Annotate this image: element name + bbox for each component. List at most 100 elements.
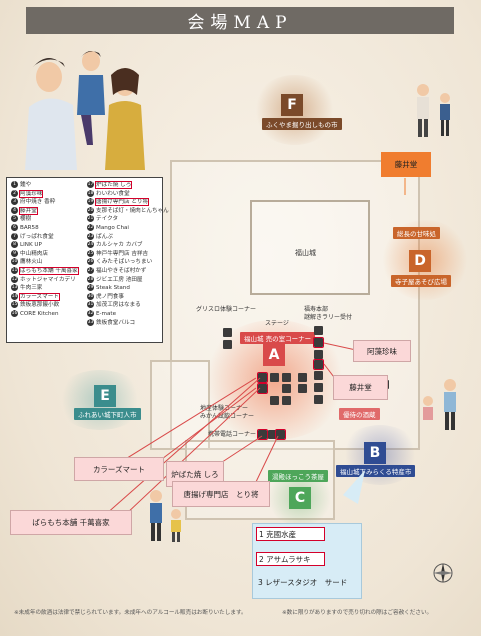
legend-shop-name: Mango Chai — [96, 224, 129, 231]
legend-number: 9 — [11, 249, 18, 257]
callout-karaage: 唐揚げ専門店 とり将 — [172, 481, 270, 507]
callout-fujiido-top: 藤井堂 — [381, 152, 431, 177]
legend-number: 25 — [87, 249, 94, 257]
tokusan-item-3: 3 レザースタジオ サード — [258, 578, 348, 587]
legend-number: 26 — [87, 258, 94, 266]
booth-marker — [314, 350, 323, 359]
booth-marker — [282, 384, 291, 393]
legend-shop-name: 炉ばた焼 しろ — [95, 181, 132, 189]
area-d-top-label: 総長の甘味処 — [393, 227, 440, 239]
legend-number: 17 — [87, 181, 94, 188]
legend-shop-name: BAR58 — [20, 224, 39, 231]
legend-shop-name: わいわい食堂 — [96, 190, 130, 197]
booth-marker — [314, 395, 323, 404]
booth-marker — [282, 373, 291, 382]
legend-shop-name: 阿藻珍味 — [19, 190, 43, 198]
callout-colors-mart: カラーズマート — [74, 457, 164, 481]
legend-number: 6 — [11, 223, 18, 231]
booth-marker-highlighted — [313, 359, 324, 370]
callout-ajimo: 阿藻珍味 — [353, 340, 411, 362]
legend-shop-name: 支那そば灯・焼肉とんちゃん — [96, 207, 169, 214]
honbu-label: 福寿本部 — [304, 306, 329, 313]
legend-shop-name: 鷹林火山 — [20, 259, 43, 266]
booth-marker — [223, 340, 232, 349]
area-a-marker: A — [263, 344, 285, 366]
legend-shop-name: 虎ノ門食事 — [96, 293, 124, 300]
legend-shop-name: げっぱれ食堂 — [20, 233, 54, 240]
chiiki-label: 地産体験コーナー — [200, 405, 249, 412]
booth-marker — [298, 384, 307, 393]
legend-shop-name: LINK UP — [20, 242, 42, 249]
legend-shop-name: 唐揚げ専門店 とり将 — [95, 198, 149, 206]
legend-shop-name: くみたそばいっちまい — [96, 259, 153, 266]
legend-number: 7 — [11, 232, 18, 240]
booth-marker — [298, 373, 307, 382]
booth-marker-highlighted — [275, 429, 286, 440]
area-d-marker: D — [409, 250, 431, 272]
legend-number: 22 — [87, 223, 94, 231]
area-c-label: 湯殿ほっこう茶屋 — [268, 470, 328, 482]
legend-number: 33 — [87, 318, 94, 326]
family-illustration-walking — [410, 375, 470, 435]
legend-number: 10 — [11, 258, 18, 266]
legend-number: 8 — [11, 241, 18, 249]
booth-marker — [314, 371, 323, 380]
booth-marker-highlighted — [313, 337, 324, 348]
legend-number: 18 — [87, 189, 94, 197]
legend-shop-name: カラーズマート — [19, 293, 60, 301]
booth-marker — [223, 328, 232, 337]
area-b-marker: B — [364, 442, 386, 464]
legend-shop-name: Steak Stand — [96, 285, 130, 292]
legend-number: 28 — [87, 275, 94, 283]
area-a-label: 福山城 売の室コーナー — [240, 332, 316, 344]
legend-number: 29 — [87, 284, 94, 292]
footer-note-left: ※未成年の飲酒は法律で禁じられています。未成年へのアルコール販売はお断りいたしま… — [14, 610, 247, 616]
booth-marker — [314, 383, 323, 392]
legend-shop-name: E-mate — [96, 310, 117, 317]
yuutai-label: 優待の酒蔵 — [339, 408, 380, 420]
legend-shop-name: 福山やきそば村かず — [96, 267, 147, 274]
legend-number: 30 — [87, 292, 94, 300]
title-bar: 会場MAP — [26, 7, 454, 34]
legend-shop-name: 櫻樹 — [20, 216, 32, 223]
legend-shop-name: 鍾や — [20, 182, 32, 188]
area-f-label: ふくやま掘り出しもの市 — [262, 118, 342, 130]
legend-number: 23 — [87, 232, 94, 240]
page-title: 会場MAP — [187, 13, 293, 33]
legend-number: 2 — [11, 189, 18, 197]
callout-baramochi: ばらもち本舗 千萬喜家 — [10, 510, 132, 535]
legend-number: 1 — [11, 181, 18, 188]
legend-number: 11 — [11, 266, 18, 274]
booth-marker — [282, 396, 291, 405]
area-e-marker: E — [94, 385, 116, 407]
legend-shop-name: 牛肉三家 — [20, 285, 43, 292]
castle-inner-keep — [250, 200, 370, 295]
legend-shop-name: 中山精肉店 — [20, 250, 48, 257]
legend-number: 12 — [11, 275, 18, 283]
legend-shop-name: ホットジャマイカデリ — [20, 276, 76, 283]
area-d-label: 寺子屋あそび広場 — [391, 275, 451, 287]
tokusan-item-2: 2 アサムラサキ — [256, 552, 325, 566]
